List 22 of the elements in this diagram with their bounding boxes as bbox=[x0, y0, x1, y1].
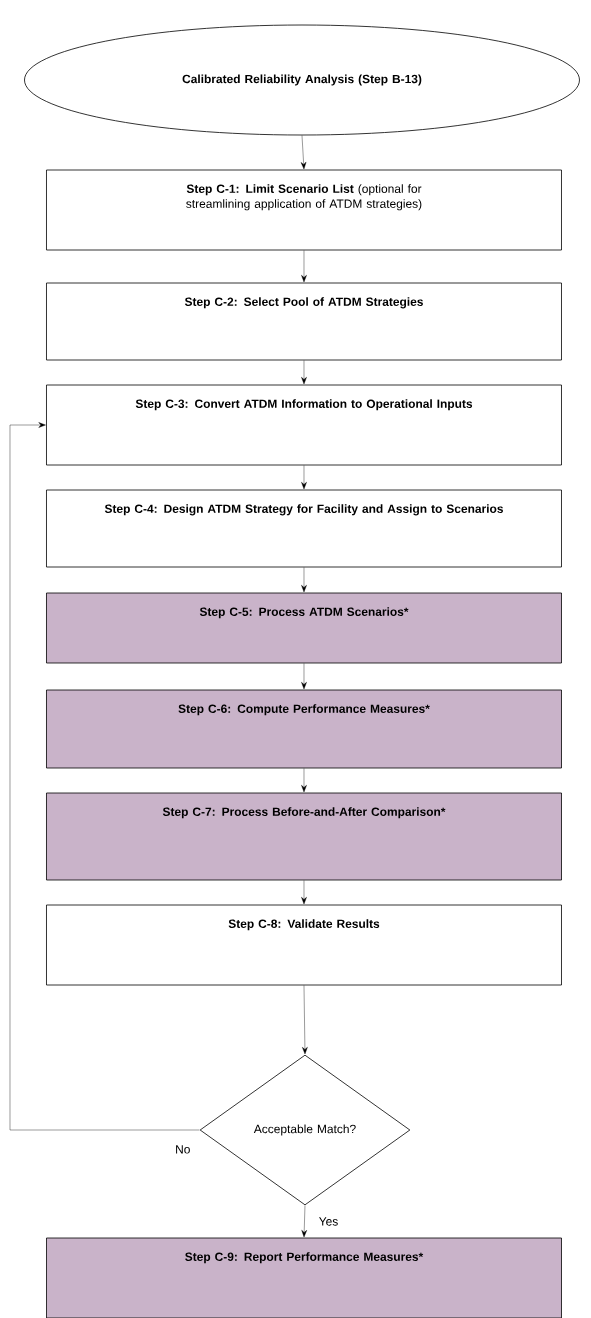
process-box: Step C-9: Report Performance Measures* bbox=[46, 1237, 562, 1318]
arrow bbox=[301, 250, 307, 283]
process-box: Step C-5: Process ATDM Scenarios* bbox=[46, 592, 562, 664]
arrow bbox=[301, 768, 307, 793]
edge-label: Yes bbox=[317, 1216, 340, 1227]
edge-label: No bbox=[174, 1144, 192, 1155]
process-box: Step C-3: Convert ATDM Information to Operational Inputs bbox=[46, 384, 562, 466]
process-box: Step C-8: Validate Results bbox=[46, 904, 562, 986]
arrow bbox=[301, 880, 307, 905]
arrow bbox=[301, 465, 307, 490]
process-box: Step C-2: Select Pool of ATDM Strategies bbox=[46, 282, 562, 361]
arrow bbox=[301, 567, 307, 593]
process-box: Step C-7: Process Before-and-After Comparison* bbox=[46, 792, 562, 881]
arrow bbox=[9, 422, 200, 1131]
process-box: Step C-6: Compute Performance Measures* bbox=[46, 689, 562, 769]
arrow bbox=[300, 135, 307, 170]
arrow bbox=[301, 360, 307, 385]
arrow bbox=[301, 1205, 307, 1238]
arrow bbox=[301, 663, 307, 690]
process-box: Step C-1: Limit Scenario List (optional for streamlining application of ATDM strategies) bbox=[46, 169, 562, 251]
arrow bbox=[302, 985, 308, 1055]
process-box: Step C-4: Design ATDM Strategy for Facility and Assign to Scenarios bbox=[46, 489, 562, 568]
